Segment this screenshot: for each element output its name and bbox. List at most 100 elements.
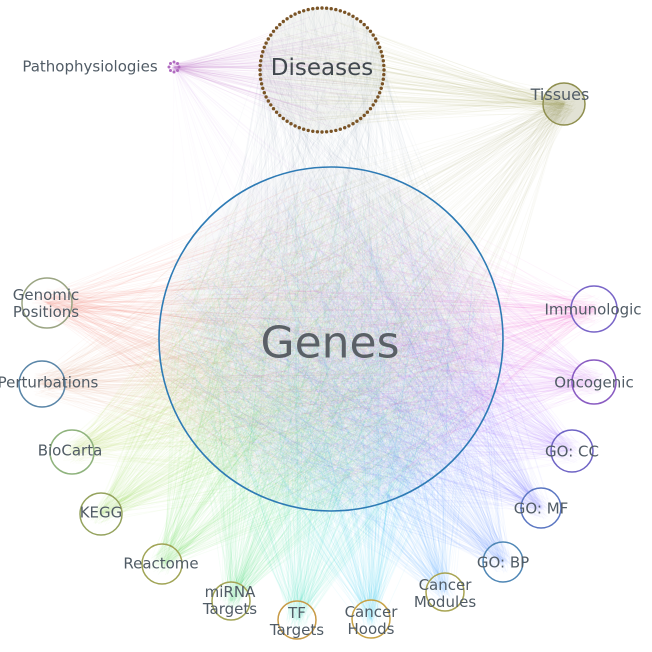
diseases-ring-dot [269,33,273,37]
edge-fan-tissues-diseases [263,20,575,127]
edge-fan-biocarta-genes [60,184,494,505]
node-cancer-hoods[interactable] [351,599,391,639]
diseases-ring-dot [376,95,380,99]
diseases-ring-dot [355,119,359,123]
diseases-ring-dot [329,129,333,133]
diseases-ring-dot [365,110,370,114]
edge-fan-tf-targets-genes [167,176,494,632]
diseases-ring-dot [262,45,266,49]
diseases-ring-dot [311,7,315,11]
diseases-ring-dot [379,50,383,54]
diseases-ring-dot [371,103,375,107]
diseases-ring-dot [320,130,324,134]
node-perturbations[interactable] [18,360,66,408]
diseases-ring-dot [297,10,301,14]
diseases-ring-dot [382,68,386,72]
genes-node[interactable] [158,166,504,512]
diseases-ring-dot [259,54,264,58]
node-go-cc[interactable] [550,429,594,473]
diseases-ring-dot [374,37,378,41]
diseases-ring-dot [293,12,297,16]
pathophysiologies-dot [172,60,176,64]
edge-fan-diseases-genes [166,7,492,503]
diseases-ring-dot [347,12,351,16]
node-tf-targets[interactable] [277,600,317,640]
diseases-ring-dot [338,9,342,13]
edge-fan-cancer-modules-genes [164,181,492,603]
diseases-ring-dot [271,29,276,33]
diseases-ring-dot [285,119,289,123]
diseases-ring-dot [278,22,282,27]
pathophysiologies-dot [177,65,181,69]
node-oncogenic[interactable] [571,359,617,405]
diseases-ring-dot [362,22,366,27]
node-tissues[interactable] [542,82,586,126]
diseases-ring-dot [378,91,382,95]
diseases-ring-dot [302,127,306,131]
node-immunologic[interactable] [570,285,618,333]
edge-fan-go-bp-genes [169,172,516,574]
diseases-ring-dot [378,45,382,49]
diseases-ring-dot [264,41,268,45]
diseases-ring-dot [269,103,273,107]
diseases-ring-dot [271,107,276,111]
node-genomic-positions[interactable] [21,277,73,329]
edge-fan-perturbations-genes [31,185,492,504]
diseases-ring-dot [261,50,265,54]
pathophysiologies-dot [169,69,172,72]
edge-fan-genomic-positions-genes [32,179,492,491]
diseases-ring-dot [315,6,320,10]
diseases-ring-dot [302,9,306,13]
diseases-ring-dot [278,113,282,118]
diseases-ring-dot [281,19,285,24]
node-diseases[interactable] [258,6,386,134]
diseases-ring-dot [289,122,293,126]
diseases-ring-dot [376,41,380,45]
node-cancer-modules[interactable] [425,572,465,612]
diseases-ring-dot [274,26,279,30]
diseases-ring-dot [359,19,363,24]
diseases-ring-dot [359,116,363,121]
diseases-ring-dot [347,124,351,128]
diseases-ring-dot [311,129,315,133]
diseases-ring-dot [355,17,359,21]
diseases-ring-dot [351,122,355,126]
diseases-ring-dot [264,95,268,99]
diseases-ring-dot [371,33,375,37]
diseases-ring-dot [379,86,383,91]
genes-area [159,167,503,511]
edge-fan-cancer-hoods-genes [172,178,496,630]
diseases-ring-dot [343,126,347,130]
node-go-bp[interactable] [482,541,524,583]
diseases-ring-dot [262,91,266,95]
edge-fan-mirna-targets-genes [173,174,489,612]
diseases-ring-dot [380,54,385,58]
pathophysiologies-dot [167,65,171,69]
diseases-ring-dot [338,127,342,131]
node-biocarta[interactable] [49,429,95,475]
node-mirna-targets[interactable] [211,581,251,621]
diseases-ring-dot [289,14,293,18]
diseases-ring-dot [297,126,301,130]
diseases-ring-dot [281,116,285,121]
diseases-ring-dot [261,86,265,91]
diseases-ring-dot [324,130,329,134]
node-kegg[interactable] [79,492,123,536]
diseases-ring-dot [368,29,373,33]
node-go-mf[interactable] [520,487,562,529]
diseases-ring-dot [368,107,373,111]
pathophysiologies-dot [176,62,179,65]
diseases-ring-dot [334,128,338,133]
diseases-ring-dot [259,77,263,81]
diseases-ring-dot [382,63,386,68]
diseases-ring-dot [266,99,270,103]
diseases-area [260,8,384,132]
diseases-ring-dot [306,7,310,12]
diseases-ring-dot [315,130,320,134]
diseases-ring-dot [381,77,385,81]
pathophysiologies-dot [176,69,179,72]
node-pathophysiologies[interactable] [167,60,181,74]
edge-fan-reactome-genes [150,174,493,575]
node-reactome[interactable] [141,543,183,585]
